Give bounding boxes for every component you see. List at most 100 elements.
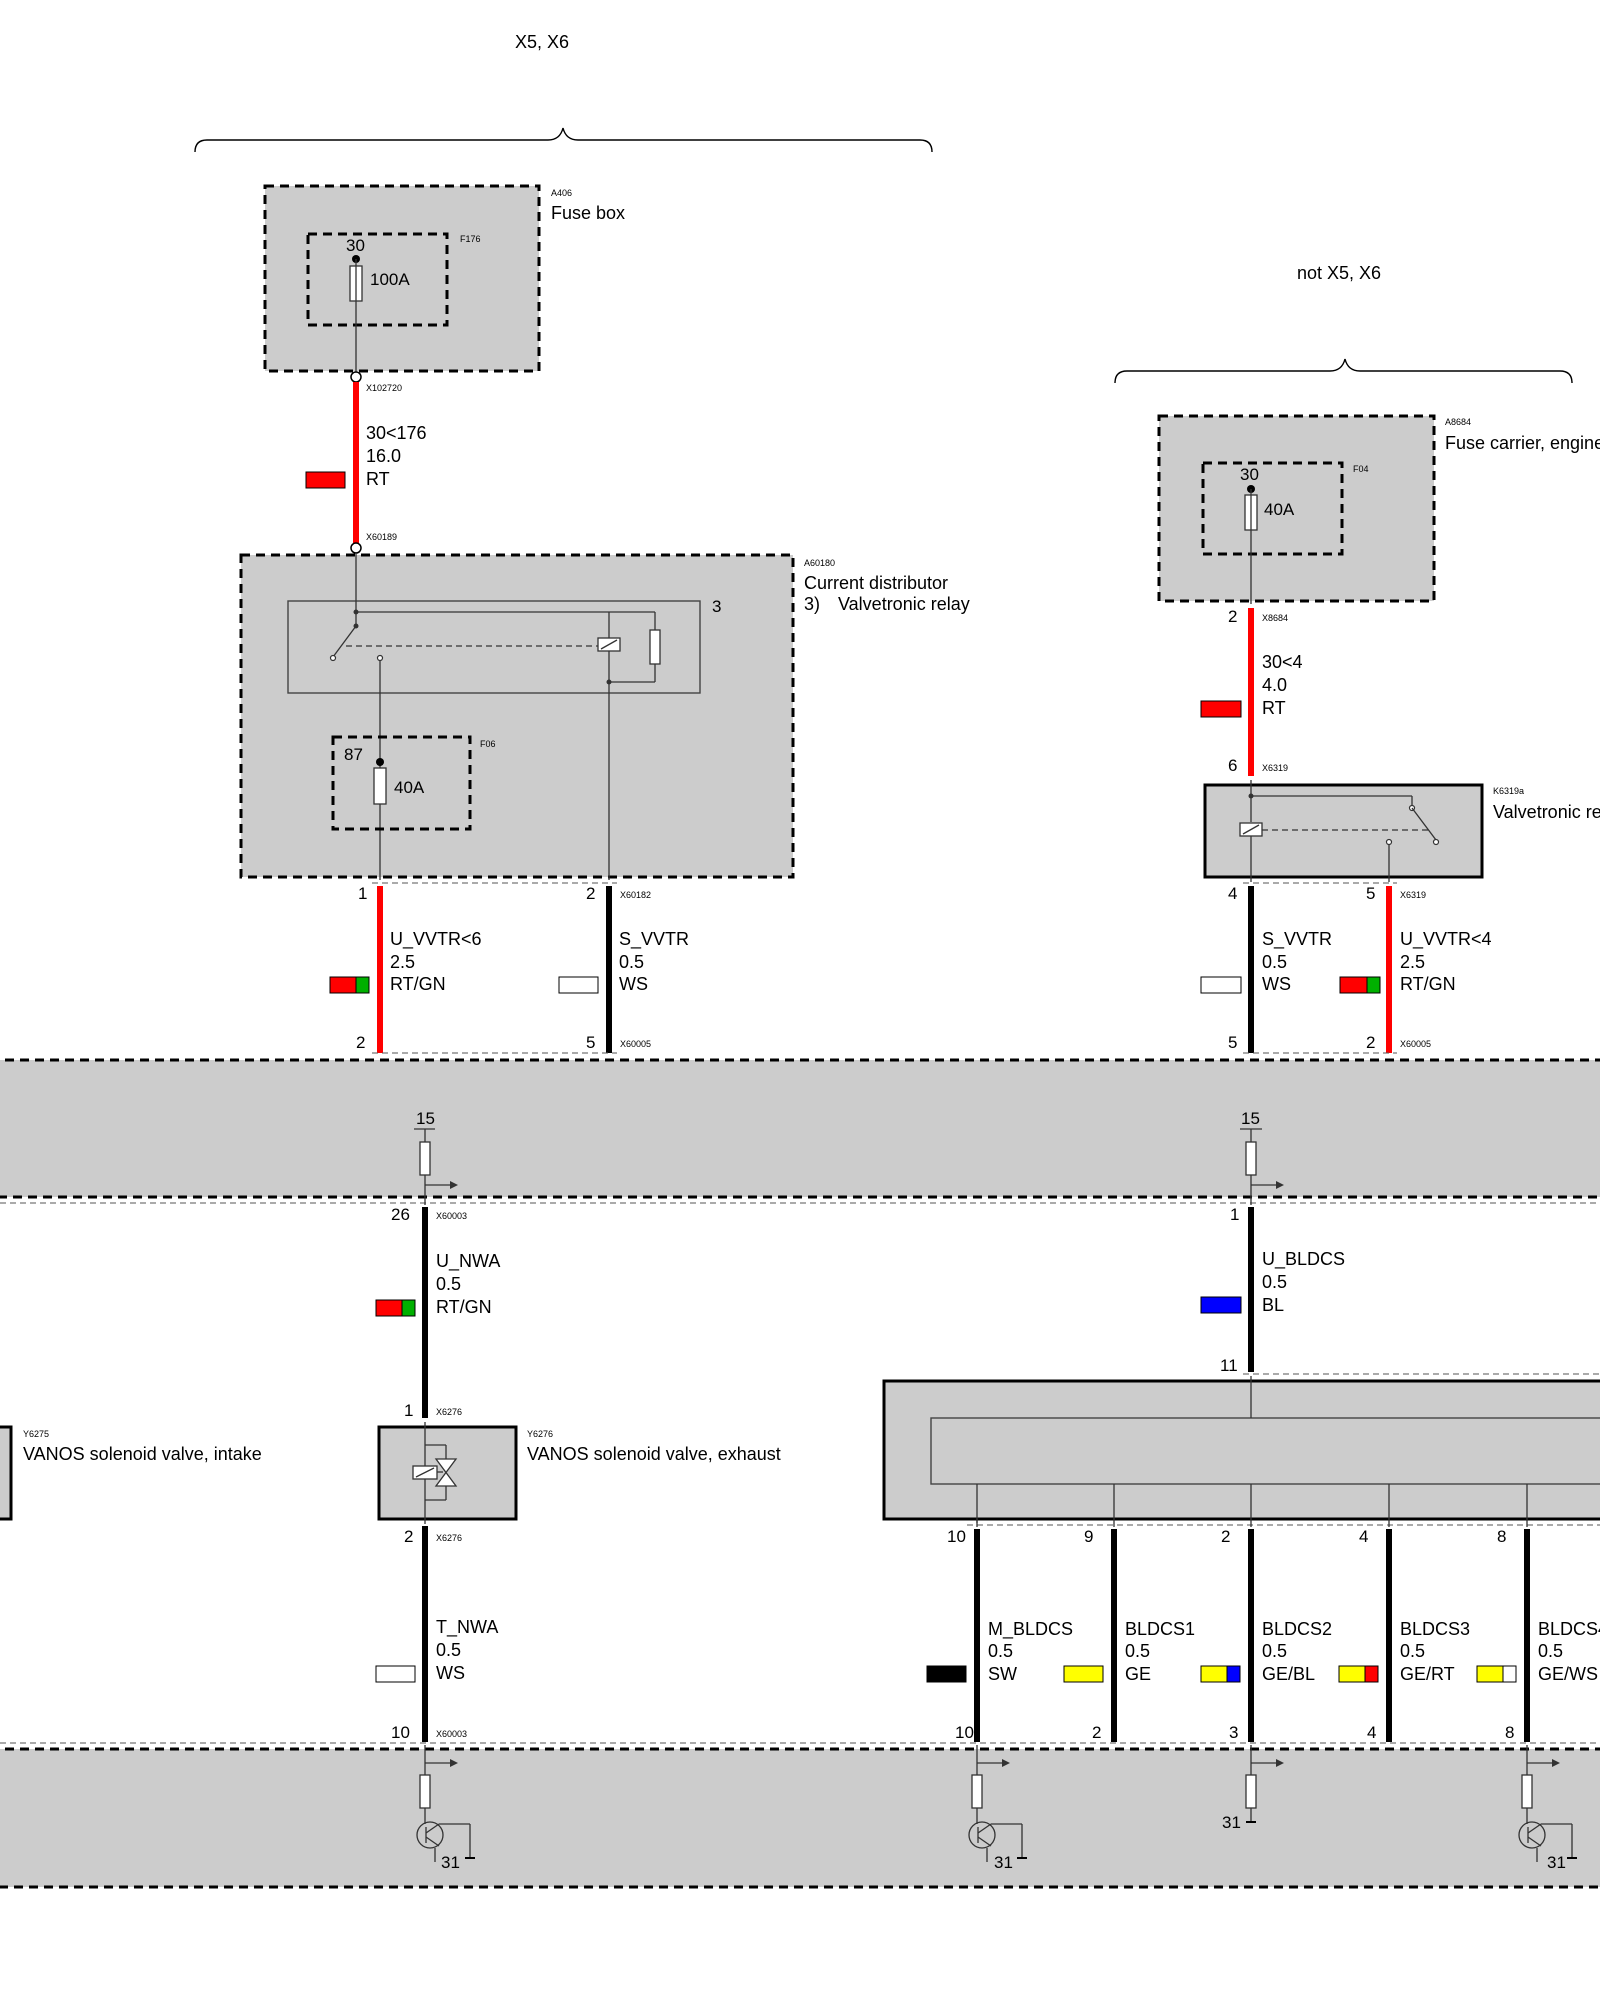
color-swatch-segment: [1226, 1665, 1241, 1683]
bldcs-wire-size: 0.5: [1538, 1641, 1563, 1661]
transistor-emitter: [1527, 1836, 1542, 1847]
valvetronic-relay: K6319a Valvetronic re: [1203, 780, 1600, 882]
color-swatch-bl: [1200, 1296, 1242, 1314]
wire-u-bldcs-size: 0.5: [1262, 1272, 1287, 1292]
vanos-valve-intake-id: Y6275: [23, 1429, 49, 1439]
vanos-valve-exhaust: Y6276 VANOS solenoid valve, exhaust: [377, 1422, 781, 1524]
wire-t-nwa-pin-bottom: 10: [391, 1723, 410, 1742]
dme-pin-26: 26: [391, 1205, 410, 1224]
bldcs-wire-pin-top: 2: [1221, 1527, 1230, 1546]
bldcs-wire-color: SW: [988, 1664, 1017, 1684]
wire-u-vvtr4-color: RT/GN: [1400, 974, 1456, 994]
valvetronic-relay-id: K6319a: [1493, 786, 1524, 796]
relay-k6319a-switch: [1411, 807, 1437, 841]
output-drivers: [416, 1745, 1577, 1862]
valve-exhaust-pin-2: 2: [404, 1527, 413, 1546]
fuse-f06-rating: 40A: [394, 778, 425, 797]
vanos-valve-exhaust-id: Y6276: [527, 1429, 553, 1439]
current-distributor-note-num: 3): [804, 594, 820, 614]
bldcs-wire-size: 0.5: [1262, 1641, 1287, 1661]
ground-31-bldcs2: 31: [1222, 1813, 1241, 1832]
bldcs-wire-pin-bottom: 10: [955, 1723, 974, 1742]
dme-pin-1: 1: [1230, 1205, 1239, 1224]
connector-x102720-node: [350, 371, 362, 383]
color-swatch-ws-3: [375, 1665, 416, 1683]
bldcs-wire-color: GE: [1125, 1664, 1151, 1684]
dme-control-unit-lower: [0, 1747, 1600, 1889]
wire-s-vvtr-left-signal: S_VVTR: [619, 929, 689, 950]
transistor-driver: [416, 1745, 475, 1862]
fuse-box-id: A406: [551, 188, 572, 198]
fuse-f06-terminal: 87: [344, 745, 363, 764]
color-swatch-segment: [1338, 1665, 1366, 1683]
group-label-not-x5x6: not X5, X6: [1297, 263, 1381, 283]
driver-resistor: [971, 1774, 983, 1809]
bldcs-wire-pin-bottom: 2: [1092, 1723, 1101, 1742]
color-swatch-segment: [1063, 1665, 1104, 1683]
current-distributor-title: Current distributor: [804, 573, 948, 593]
connector-x6276-top-label: X6276: [436, 1407, 462, 1417]
wire-u-nwa-size: 0.5: [436, 1274, 461, 1294]
fuse-f06-node: [376, 758, 384, 766]
connector-x60189-label: X60189: [366, 532, 397, 542]
connector-x8684-label: X8684: [1262, 613, 1288, 623]
transistor-emitter: [977, 1836, 992, 1847]
dme-terminal-15-left: 15: [416, 1109, 435, 1128]
valvetronic-relay-title: Valvetronic re: [1493, 802, 1600, 822]
distributor-pin-2: 2: [586, 884, 595, 903]
dme-input-resistor-right: [1245, 1141, 1257, 1176]
transistor-icon: [1518, 1821, 1546, 1849]
vanos-valve-intake-title: VANOS solenoid valve, intake: [23, 1444, 262, 1464]
relay-pin-6: 6: [1228, 756, 1237, 775]
wire-s-vvtr-left-color: WS: [619, 974, 648, 994]
vanos-valve-intake: Y6275 VANOS solenoid valve, intake: [0, 1425, 262, 1521]
fuse-f176-rating: 100A: [370, 270, 410, 289]
bldcs-wire-signal: BLDCS2: [1262, 1619, 1332, 1639]
connector-x60189-node: [350, 542, 362, 554]
distributor-pin-1: 1: [358, 884, 367, 903]
driver-resistor: [419, 1774, 431, 1809]
wire-s-vvtr-right-color: WS: [1262, 974, 1291, 994]
fuse-f06-symbol: [373, 767, 387, 805]
color-swatch-segment: [1476, 1665, 1504, 1683]
bldcs-wire-pin-bottom: 4: [1367, 1723, 1376, 1742]
color-swatch-rt-gn-1: [329, 976, 370, 994]
wire-s-vvtr-right-size: 0.5: [1262, 952, 1287, 972]
wire-s-vvtr-left-pin-bottom: 5: [586, 1033, 595, 1052]
wire-30-176-size: 16.0: [366, 446, 401, 466]
transistor-collector: [977, 1823, 992, 1834]
transistor-collector: [425, 1823, 440, 1834]
color-swatch-bldcs-5: [1476, 1665, 1517, 1683]
bldcs-wire-signal: BLDCS4: [1538, 1619, 1600, 1639]
wire-u-vvtr6-size: 2.5: [390, 952, 415, 972]
color-swatch-segment: [1364, 1665, 1379, 1683]
color-swatch-segment: [926, 1665, 967, 1683]
wire-u-vvtr6-color: RT/GN: [390, 974, 446, 994]
color-swatch-bldcs-3: [1200, 1665, 1241, 1683]
wire-30-4-size: 4.0: [1262, 675, 1287, 695]
valve-exhaust-pin-1: 1: [404, 1401, 413, 1420]
group-label-x5x6: X5, X6: [515, 32, 569, 52]
connector-x60003-bottom-label: X60003: [436, 1729, 467, 1739]
wire-u-bldcs-color: BL: [1262, 1295, 1284, 1315]
fuse-f04-id: F04: [1353, 464, 1369, 474]
ground-31-bldcs4: 31: [1547, 1853, 1566, 1872]
fuse-carrier-title: Fuse carrier, engine: [1445, 433, 1600, 453]
arrow-right-icon: [1002, 1759, 1010, 1767]
transistor-emitter: [425, 1836, 440, 1847]
wire-t-nwa-signal: T_NWA: [436, 1617, 498, 1638]
vanos-valve-symbol-icon: [434, 1458, 458, 1487]
wire-30-4-signal: 30<4: [1262, 652, 1303, 672]
connector-x6276-bottom-label: X6276: [436, 1533, 462, 1543]
arrow-right-icon: [1276, 1759, 1284, 1767]
bldcs-wire-size: 0.5: [1400, 1641, 1425, 1661]
bldcs-wire-size: 0.5: [1125, 1641, 1150, 1661]
fuse-f04-rating: 40A: [1264, 500, 1295, 519]
bldcs-wire-signal: BLDCS1: [1125, 1619, 1195, 1639]
arrow-right-icon: [1552, 1759, 1560, 1767]
